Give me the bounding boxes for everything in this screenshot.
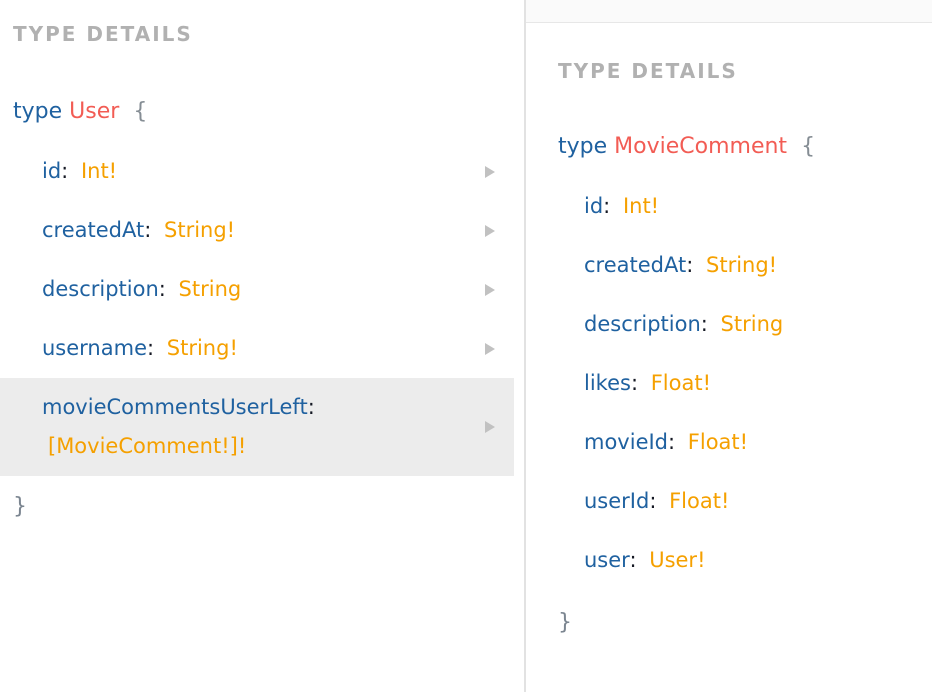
open-brace: { [133, 99, 148, 124]
close-brace: } [13, 494, 27, 519]
type-declaration: type MovieComment { [558, 135, 932, 159]
field-row-createdAt[interactable]: createdAt: String! [526, 236, 932, 295]
colon: : [668, 430, 676, 454]
colon: : [686, 253, 694, 277]
type-name-link[interactable]: User [69, 99, 120, 124]
field-type: String [178, 277, 242, 301]
field-name: id [584, 194, 604, 218]
colon: : [630, 371, 639, 395]
field-name: likes [584, 371, 631, 395]
expand-arrow-icon [485, 342, 495, 355]
field-name: userId [584, 489, 650, 513]
type-keyword: type [558, 134, 608, 159]
field-row-likes[interactable]: likes: Float! [526, 354, 932, 413]
field-type: User! [649, 548, 706, 572]
field-row-description[interactable]: description: String [0, 260, 514, 319]
type-details-header: TYPE DETAILS [13, 22, 193, 46]
field-type: Float! [669, 489, 730, 513]
field-type: String! [706, 253, 778, 277]
field-list: id: Int! createdAt: String! description:… [526, 177, 932, 590]
field-name: description [42, 277, 159, 301]
field-type: Int! [622, 194, 660, 218]
type-keyword: type [13, 99, 63, 124]
field-name: description [584, 312, 701, 336]
colon: : [307, 395, 315, 419]
field-type: String! [164, 218, 236, 242]
expand-arrow-icon [485, 224, 495, 237]
field-row-movieCommentsUserLeft[interactable]: movieCommentsUserLeft: [MovieComment!]! [0, 378, 514, 476]
colon: : [700, 312, 708, 336]
colon: : [147, 336, 155, 360]
field-name: username [42, 336, 147, 360]
expand-arrow-icon [485, 165, 495, 178]
close-brace: } [558, 610, 572, 635]
field-type: String [720, 312, 784, 336]
field-row-userId[interactable]: userId: Float! [526, 472, 932, 531]
colon: : [61, 159, 69, 183]
type-name-link[interactable]: MovieComment [614, 134, 788, 159]
colon: : [629, 548, 637, 572]
expand-arrow-icon [485, 421, 495, 433]
field-name: user [584, 548, 630, 572]
field-row-username[interactable]: username: String! [0, 319, 514, 378]
field-list: id: Int! createdAt: String! description:… [0, 142, 524, 476]
field-type: [MovieComment!]! [48, 434, 247, 458]
expand-arrow-icon [485, 283, 495, 296]
panel-divider [524, 0, 526, 692]
field-row-id[interactable]: id: Int! [526, 177, 932, 236]
type-details-header: TYPE DETAILS [558, 59, 738, 83]
field-name: createdAt [42, 218, 145, 242]
colon: : [649, 489, 657, 513]
field-row-user[interactable]: user: User! [526, 531, 932, 590]
colon: : [603, 194, 611, 218]
field-type: String! [166, 336, 238, 360]
field-type: Float! [687, 430, 749, 454]
field-row-createdAt[interactable]: createdAt: String! [0, 201, 514, 260]
doc-panel-moviecomment: TYPE DETAILS type MovieComment { id: Int… [526, 0, 932, 692]
type-declaration: type User { [13, 100, 524, 124]
colon: : [144, 218, 152, 242]
doc-panel-user: TYPE DETAILS type User { id: Int! create… [0, 22, 524, 519]
field-name: movieId [584, 430, 669, 454]
field-name: movieCommentsUserLeft [42, 395, 308, 419]
open-brace: { [801, 134, 816, 159]
right-panel-top-bar [526, 0, 932, 23]
field-row-id[interactable]: id: Int! [0, 142, 514, 201]
field-row-description[interactable]: description: String [526, 295, 932, 354]
field-row-movieId[interactable]: movieId: Float! [526, 413, 932, 472]
field-type: Float! [650, 371, 712, 395]
field-name: createdAt [584, 253, 687, 277]
field-name: id [42, 159, 62, 183]
colon: : [158, 277, 166, 301]
field-type: Int! [80, 159, 118, 183]
